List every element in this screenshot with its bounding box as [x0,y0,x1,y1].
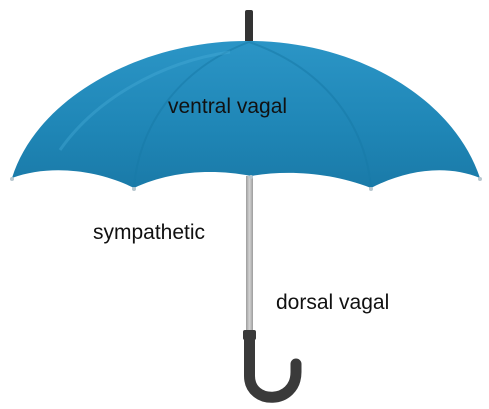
rib-tip-right [478,177,482,181]
rib-tip-midright [369,187,373,191]
umbrella-tip [245,10,253,46]
canopy-label: ventral vagal [168,96,287,117]
umbrella-shaft [246,176,253,334]
rib-tip-midleft [132,187,136,191]
lower-label: dorsal vagal [276,292,389,313]
rib-tip-left [10,177,14,181]
middle-label: sympathetic [93,222,205,243]
rib-tip-center [249,175,253,179]
umbrella-handle [250,340,297,397]
